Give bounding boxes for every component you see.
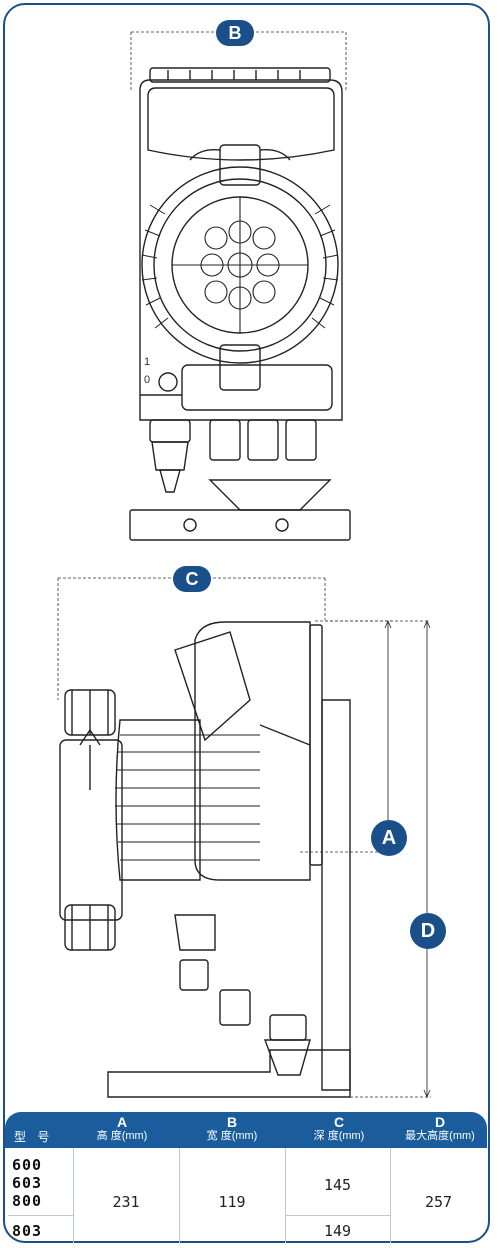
value-c-main: 145 bbox=[323, 1176, 352, 1194]
col-d-header: D 最大高度(mm) bbox=[393, 1112, 487, 1148]
col-a-header: A 高 度(mm) bbox=[70, 1112, 174, 1148]
dimension-a-badge: A bbox=[371, 820, 407, 856]
col-b-label: 宽 度(mm) bbox=[206, 1130, 258, 1142]
model-800: 800 bbox=[12, 1192, 43, 1210]
table-divider bbox=[73, 1148, 74, 1243]
col-c-header: C 深 度(mm) bbox=[287, 1112, 391, 1148]
value-b: 119 bbox=[218, 1193, 246, 1211]
col-d-label: 最大高度(mm) bbox=[405, 1130, 475, 1142]
switch-mark-on: 1 bbox=[144, 356, 151, 368]
model-header: 型 号 bbox=[14, 1130, 54, 1144]
value-d: 257 bbox=[424, 1193, 453, 1211]
model-803: 803 bbox=[12, 1222, 43, 1240]
spec-table-header: A 高 度(mm) B 宽 度(mm) C 深 度(mm) D 最大高度(mm) bbox=[5, 1112, 487, 1148]
table-divider bbox=[390, 1148, 391, 1243]
col-c-letter: C bbox=[333, 1114, 345, 1130]
col-c-label: 深 度(mm) bbox=[313, 1130, 365, 1142]
side-view bbox=[57, 577, 431, 1099]
col-a-letter: A bbox=[116, 1114, 128, 1130]
table-divider bbox=[179, 1148, 180, 1243]
dimension-b-badge: B bbox=[216, 20, 254, 46]
front-view bbox=[129, 31, 351, 541]
col-b-letter: B bbox=[226, 1114, 238, 1130]
model-603: 603 bbox=[12, 1174, 43, 1192]
page-frame bbox=[3, 3, 490, 1243]
table-divider bbox=[285, 1148, 286, 1243]
dimension-c-badge: C bbox=[173, 566, 211, 592]
dimension-d-badge: D bbox=[410, 913, 446, 949]
switch-mark-off: 0 bbox=[144, 374, 151, 386]
table-row-divider bbox=[8, 1215, 73, 1216]
col-d-letter: D bbox=[434, 1114, 446, 1130]
model-600: 600 bbox=[12, 1156, 43, 1174]
table-row-divider bbox=[285, 1215, 390, 1216]
value-a: 231 bbox=[112, 1193, 140, 1211]
col-b-header: B 宽 度(mm) bbox=[180, 1112, 284, 1148]
col-a-label: 高 度(mm) bbox=[96, 1130, 148, 1142]
value-c-803: 149 bbox=[323, 1222, 352, 1240]
